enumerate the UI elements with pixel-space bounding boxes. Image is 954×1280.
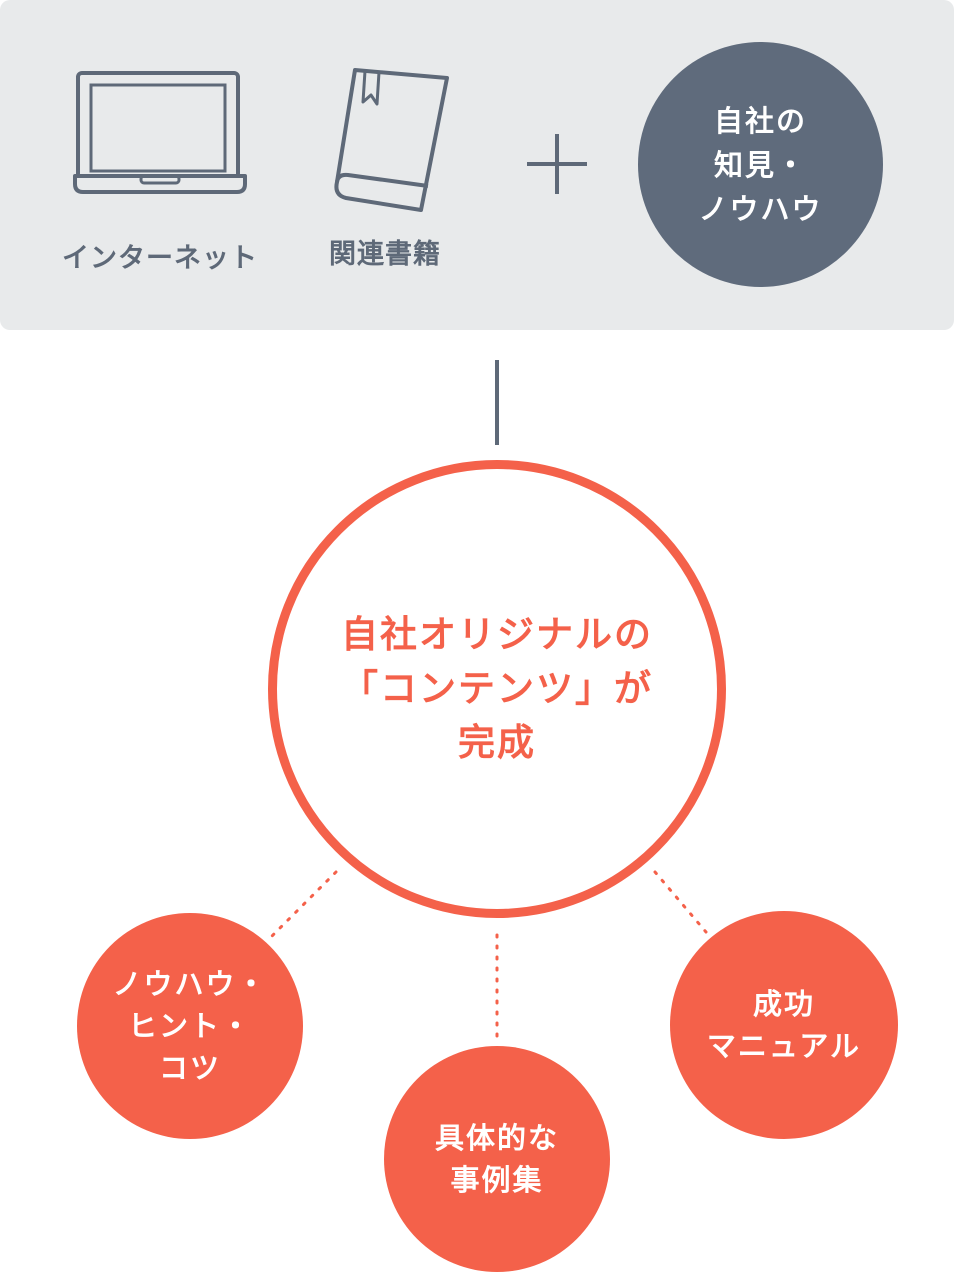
output-line: マニュアル (706, 1029, 862, 1063)
result-line: 自社オリジナルの (341, 613, 653, 656)
knowhow-line: 自社の (713, 103, 807, 138)
source-internet: インターネット (62, 68, 258, 275)
source-books: 関連書籍 (310, 64, 460, 271)
output-line: 具体的な (434, 1121, 559, 1155)
book-icon (334, 68, 449, 212)
plus-icon (527, 134, 587, 194)
output-line: ヒント・ (127, 1009, 252, 1043)
source-label: 関連書籍 (329, 239, 441, 270)
output-line: コツ (158, 1051, 221, 1085)
output-line: 事例集 (450, 1163, 544, 1197)
knowhow-line: 知見・ (713, 147, 807, 182)
laptop-icon (73, 71, 247, 194)
sources-panel: インターネット 関連書籍 自社の 知見・ ノウハウ (0, 0, 954, 330)
output-success-manual-circle: 成功 マニュアル (670, 911, 898, 1139)
output-case-studies-circle: 具体的な 事例集 (384, 1046, 610, 1272)
result-line: 完成 (458, 721, 536, 764)
output-line: ノウハウ・ (112, 967, 268, 1001)
original-content-circle: 自社オリジナルの 「コンテンツ」が 完成 (268, 460, 726, 918)
source-label: インターネット (62, 243, 258, 274)
result-line: 「コンテンツ」が (341, 667, 653, 710)
dotted-connector-right (653, 870, 708, 934)
output-line: 成功 (752, 987, 815, 1021)
knowhow-line: ノウハウ (698, 191, 823, 226)
company-knowhow-circle: 自社の 知見・ ノウハウ (638, 42, 883, 287)
dotted-connector-left (266, 870, 338, 942)
output-knowhow-tips-circle: ノウハウ・ ヒント・ コツ (77, 913, 303, 1139)
